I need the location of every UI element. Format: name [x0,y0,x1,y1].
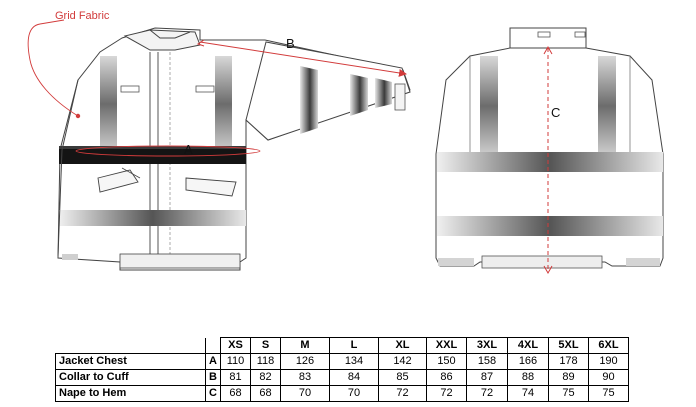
cell-value: 82 [250,369,281,386]
cell-value: 70 [280,385,330,402]
jacket-front-view [27,19,411,271]
size-header-l: L [329,337,379,354]
cell-value: 126 [280,353,330,370]
cell-value: 75 [548,385,589,402]
table-row-collar-to-cuff: Collar to Cuff B 81 82 83 84 85 86 87 88… [55,369,629,386]
cell-value: 190 [588,353,629,370]
cell-value: 142 [378,353,427,370]
size-header-5xl: 5XL [548,337,589,354]
cell-value: 68 [220,385,251,402]
size-header-s: S [250,337,281,354]
cell-value: 83 [280,369,330,386]
cell-value: 89 [548,369,589,386]
row-label: Jacket Chest [55,353,206,370]
cell-value: 70 [329,385,379,402]
dimension-b-label: B [286,36,295,51]
grid-fabric-pointer-dot [75,113,81,119]
table-row-jacket-chest: Jacket Chest A 110 118 126 134 142 150 1… [55,353,629,370]
row-label: Collar to Cuff [55,369,206,386]
grid-fabric-label: Grid Fabric [55,10,110,22]
size-header-xxl: XXL [426,337,467,354]
cell-value: 85 [378,369,427,386]
jacket-back-view [435,27,664,275]
cell-value: 75 [588,385,629,402]
cell-value: 110 [220,353,251,370]
size-header-m: M [280,337,330,354]
cell-value: 166 [507,353,549,370]
cell-value: 72 [426,385,467,402]
cell-value: 87 [466,369,508,386]
row-code: C [205,385,221,402]
row-code: B [205,369,221,386]
size-header-xl: XL [378,337,427,354]
cell-value: 158 [466,353,508,370]
dim-a-ellipse [75,145,261,157]
cell-value: 134 [329,353,379,370]
jacket-drawing [27,19,664,275]
dim-b-line [199,41,407,77]
size-header-4xl: 4XL [507,337,549,354]
header-blank-cell [55,337,206,354]
size-header-xs: XS [220,337,251,354]
cell-value: 74 [507,385,549,402]
cell-value: 90 [588,369,629,386]
grid-fabric-pointer-curve [27,23,79,117]
cell-value: 150 [426,353,467,370]
size-header-3xl: 3XL [466,337,508,354]
grid-fabric-pointer-line [39,19,65,25]
header-blank-code-cell [205,337,221,354]
cell-value: 72 [378,385,427,402]
cell-value: 81 [220,369,251,386]
cell-value: 178 [548,353,589,370]
row-code: A [205,353,221,370]
cell-value: 118 [250,353,281,370]
size-chart-table: XS S M L XL XXL 3XL 4XL 5XL 6XL Jacket C… [55,337,629,402]
size-header-6xl: 6XL [588,337,629,354]
row-label: Nape to Hem [55,385,206,402]
dimension-a-label: A [184,142,193,157]
size-header-row: XS S M L XL XXL 3XL 4XL 5XL 6XL [55,337,629,354]
dimension-c-label: C [551,105,561,120]
cell-value: 84 [329,369,379,386]
cell-value: 88 [507,369,549,386]
cell-value: 72 [466,385,508,402]
table-row-nape-to-hem: Nape to Hem C 68 68 70 70 72 72 72 74 75… [55,385,629,402]
cell-value: 68 [250,385,281,402]
cell-value: 86 [426,369,467,386]
